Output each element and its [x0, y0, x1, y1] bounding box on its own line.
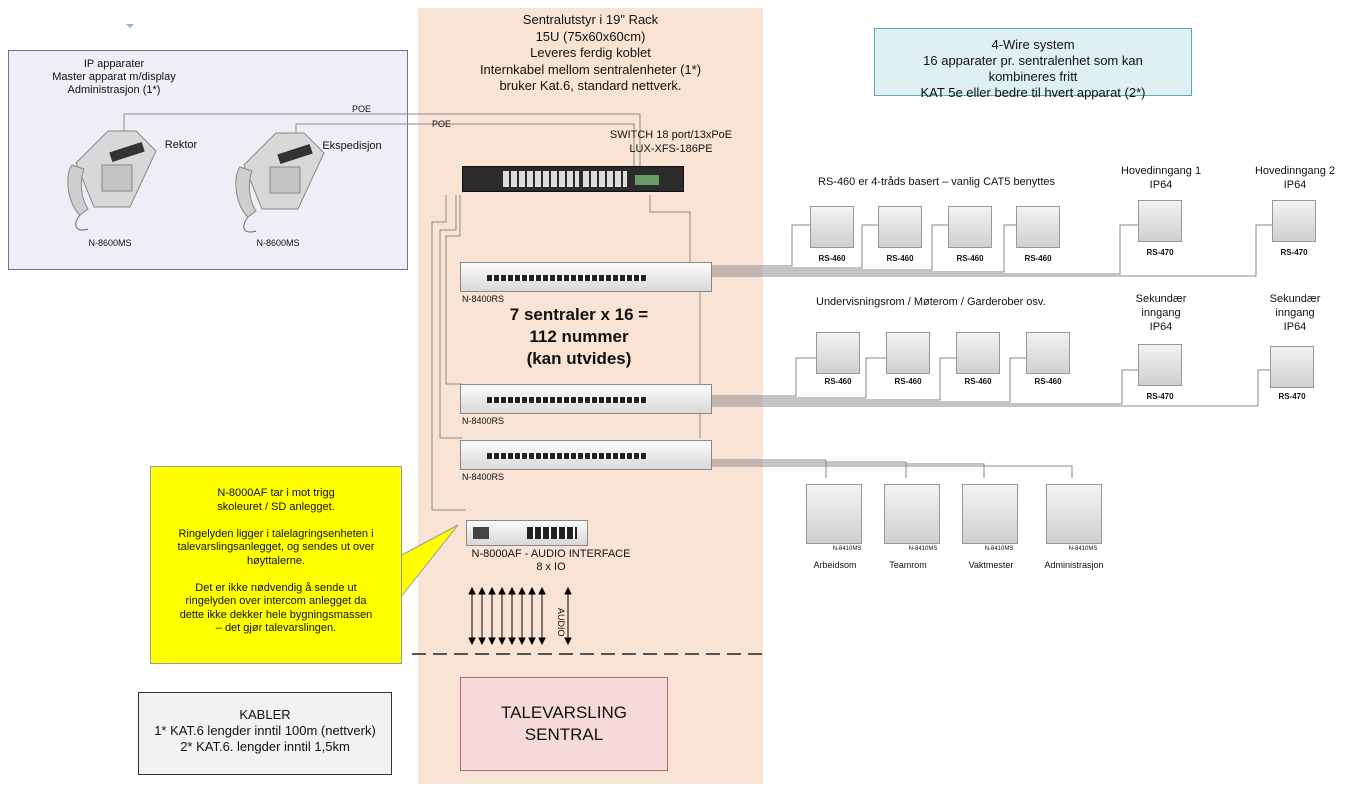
rs460-label: RS-460 — [886, 254, 914, 263]
rs470-panel — [1270, 346, 1314, 388]
rs460-panel — [948, 206, 992, 248]
poe-label: POE — [432, 119, 452, 129]
rs460-panel — [816, 332, 860, 374]
row2-caption: Undervisningsrom / Møterom / Garderober … — [816, 296, 1046, 308]
rs470-label: RS-470 — [1146, 392, 1174, 401]
cables-line-1: 1* KAT.6 lengder inntil 100m (nettverk) — [154, 723, 376, 738]
master-station — [962, 484, 1018, 544]
rs470-panel — [1138, 344, 1182, 386]
cables-line-2: 2* KAT.6. lengder inntil 1,5km — [180, 739, 350, 754]
phone-icon — [235, 132, 325, 233]
master-station — [806, 484, 862, 544]
phone-name-rektor: Rektor — [164, 139, 198, 151]
master-name: Teamrom — [889, 560, 927, 570]
central-unit-label: N-8400RS — [462, 294, 505, 304]
port-row — [487, 453, 647, 459]
master-model-label: N-8410MS — [984, 546, 1014, 552]
rs470-label: RS-470 — [1278, 392, 1306, 401]
master-name: Arbeidsom — [813, 560, 857, 570]
rs460-label: RS-460 — [956, 254, 984, 263]
phone-model-ekspedisjon: N-8600MS — [256, 238, 300, 248]
ip-box-title: IP apparater Master apparat m/display Ad… — [52, 58, 176, 96]
audio-tag: AUDIO — [556, 608, 566, 637]
master-station — [1046, 484, 1102, 544]
bell-trigger-note: N-8000AF tar i mot trigg skoleuret / SD … — [150, 466, 402, 664]
switch-ports — [583, 171, 627, 187]
chevron-down-icon — [126, 24, 134, 28]
voice-alarm-central: TALEVARSLING SENTRAL — [460, 677, 668, 771]
row1-caption: RS-460 er 4-tråds basert – vanlig CAT5 b… — [818, 176, 1056, 188]
central-unit-n8400rs — [460, 384, 712, 414]
rs470-panel — [1138, 200, 1182, 242]
rs460-panel — [1026, 332, 1070, 374]
rs460-panel — [878, 206, 922, 248]
rs470-label: RS-470 — [1280, 248, 1308, 257]
phone-icon — [67, 130, 157, 231]
ip-devices-box — [8, 50, 408, 270]
rs460-label: RS-460 — [964, 377, 992, 386]
secondary-entrance-1-title: Sekundær inngang IP64 — [1135, 293, 1187, 333]
main-entrance-2-title: Hovedinngang 2 IP64 — [1254, 165, 1336, 191]
rs470-label: RS-470 — [1146, 248, 1174, 257]
master-station — [884, 484, 940, 544]
rs470-panel — [1272, 200, 1316, 242]
poe-label: POE — [352, 104, 372, 114]
rs460-panel — [886, 332, 930, 374]
switch-label: SWITCH 18 port/13xPoE LUX-XFS-186PE — [609, 129, 733, 155]
master-name: Vaktmester — [968, 560, 1014, 570]
phone-model-rektor: N-8600MS — [88, 238, 132, 248]
rs460-label: RS-460 — [1024, 254, 1052, 263]
switch-ports — [503, 171, 579, 187]
four-wire-info-box: 4-Wire system 16 apparater pr. sentralen… — [874, 28, 1192, 100]
port-row — [487, 275, 647, 281]
master-model-label: N-8410MS — [1068, 546, 1098, 552]
central-unit-label: N-8400RS — [462, 416, 505, 426]
switch-uplink-ports — [635, 175, 659, 185]
connector-row — [527, 527, 577, 539]
rs460-panel — [956, 332, 1000, 374]
audio-interface-device — [466, 520, 588, 546]
rs460-label: RS-460 — [1034, 377, 1062, 386]
cables-title: KABLER — [239, 707, 291, 722]
phone-name-ekspedisjon: Ekspedisjon — [322, 140, 382, 152]
network-switch — [462, 166, 684, 192]
connector — [473, 527, 489, 539]
capacity-text: 7 sentraler x 16 = 112 nummer (kan utvid… — [509, 305, 649, 368]
central-unit-n8400rs — [460, 262, 712, 292]
main-entrance-1-title: Hovedinngang 1 IP64 — [1120, 165, 1202, 191]
master-name: Administrasjon — [1044, 560, 1104, 570]
central-unit-n8400rs — [460, 440, 712, 470]
rs460-label: RS-460 — [818, 254, 846, 263]
audio-interface-label: N-8000AF - AUDIO INTERFACE 8 x IO — [471, 548, 631, 573]
master-model-label: N-8410MS — [832, 546, 862, 552]
secondary-entrance-2-title: Sekundær inngang IP64 — [1269, 293, 1321, 333]
cables-legend-box: KABLER 1* KAT.6 lengder inntil 100m (net… — [138, 692, 392, 775]
rs460-label: RS-460 — [894, 377, 922, 386]
master-model-label: N-8410MS — [908, 546, 938, 552]
central-unit-label: N-8400RS — [462, 472, 505, 482]
port-row — [487, 397, 647, 403]
rack-header: Sentralutstyr i 19" Rack 15U (75x60x60cm… — [479, 12, 702, 93]
rs460-panel — [810, 206, 854, 248]
rs460-label: RS-460 — [824, 377, 852, 386]
rs460-panel — [1016, 206, 1060, 248]
